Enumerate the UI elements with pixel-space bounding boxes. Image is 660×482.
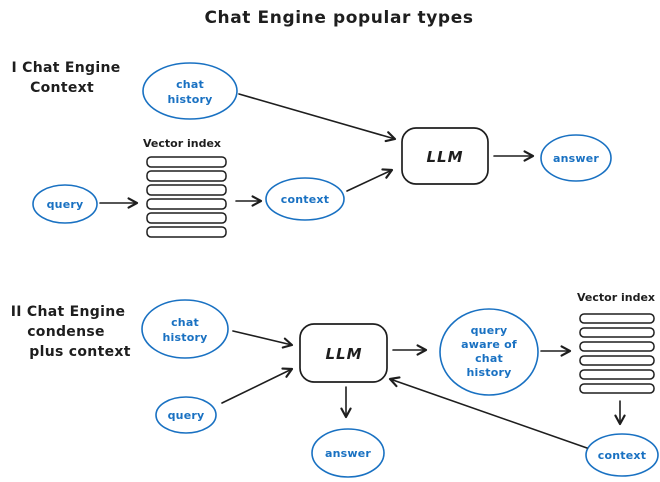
section2-heading-line1: II Chat Engine [11,304,126,320]
context-node [265,177,345,221]
answer-node [311,428,385,478]
chat-history-node [141,299,229,359]
section1-heading-line2: Context [30,80,94,96]
query-aware-of-chat-history-node [439,308,539,396]
vector-index-row [579,355,655,366]
answer-label: answer [325,447,371,460]
section2-heading-line2: condense [27,324,105,340]
arrow-context-to-llm [388,376,588,449]
vector-index-row [146,170,227,182]
context-node [585,433,659,477]
arrow-chat-history-to-llm [238,93,397,143]
llm-label: LLM [325,345,362,363]
chat-history-node [142,62,238,120]
section2-heading-line3: plus context [29,344,130,360]
query-label: query [47,198,84,211]
vector-index-label: Vector index [143,137,221,150]
section1-heading-line1: I Chat Engine [11,60,120,76]
llm-label: LLM [426,148,463,166]
arrow-chat-history-to-llm [232,330,294,349]
query-node [155,396,217,434]
chat-history-label-line2: history [168,93,213,106]
vector-index-row [579,327,655,338]
query-aware-label-line4: history [467,366,512,379]
vector-index-row [146,212,227,224]
vector-index-row [146,198,227,210]
vector-index-row [579,341,655,352]
arrow-query-to-llm [221,367,294,404]
section-chat-engine-condense-plus-context: II Chat Engine condense plus context cha… [11,291,659,478]
vector-index-row [579,383,655,394]
arrow-context-to-llm [346,168,394,192]
context-label: context [281,193,329,206]
query-aware-label-line3: chat [475,352,503,365]
vector-index-row [146,156,227,168]
answer-label: answer [553,152,599,165]
context-label: context [598,449,646,462]
llm-node [401,127,489,185]
vector-index-stack [579,313,655,394]
vector-index-row [579,313,655,324]
chat-history-label-line2: history [163,331,208,344]
section-chat-engine-context: I Chat Engine Context chat history query… [11,60,612,238]
vector-index-label: Vector index [577,291,655,304]
vector-index-row [146,226,227,238]
llm-node [299,323,388,383]
vector-index-row [579,369,655,380]
query-node [32,184,98,224]
diagram-title: Chat Engine popular types [204,8,473,28]
chat-history-label-line1: chat [176,78,204,91]
query-aware-label-line2: aware of [461,338,517,351]
chat-history-label-line1: chat [171,316,199,329]
answer-node [540,134,612,182]
vector-index-row [146,184,227,196]
query-aware-label-line1: query [471,324,508,337]
query-label: query [168,409,205,422]
vector-index-stack [146,156,227,238]
